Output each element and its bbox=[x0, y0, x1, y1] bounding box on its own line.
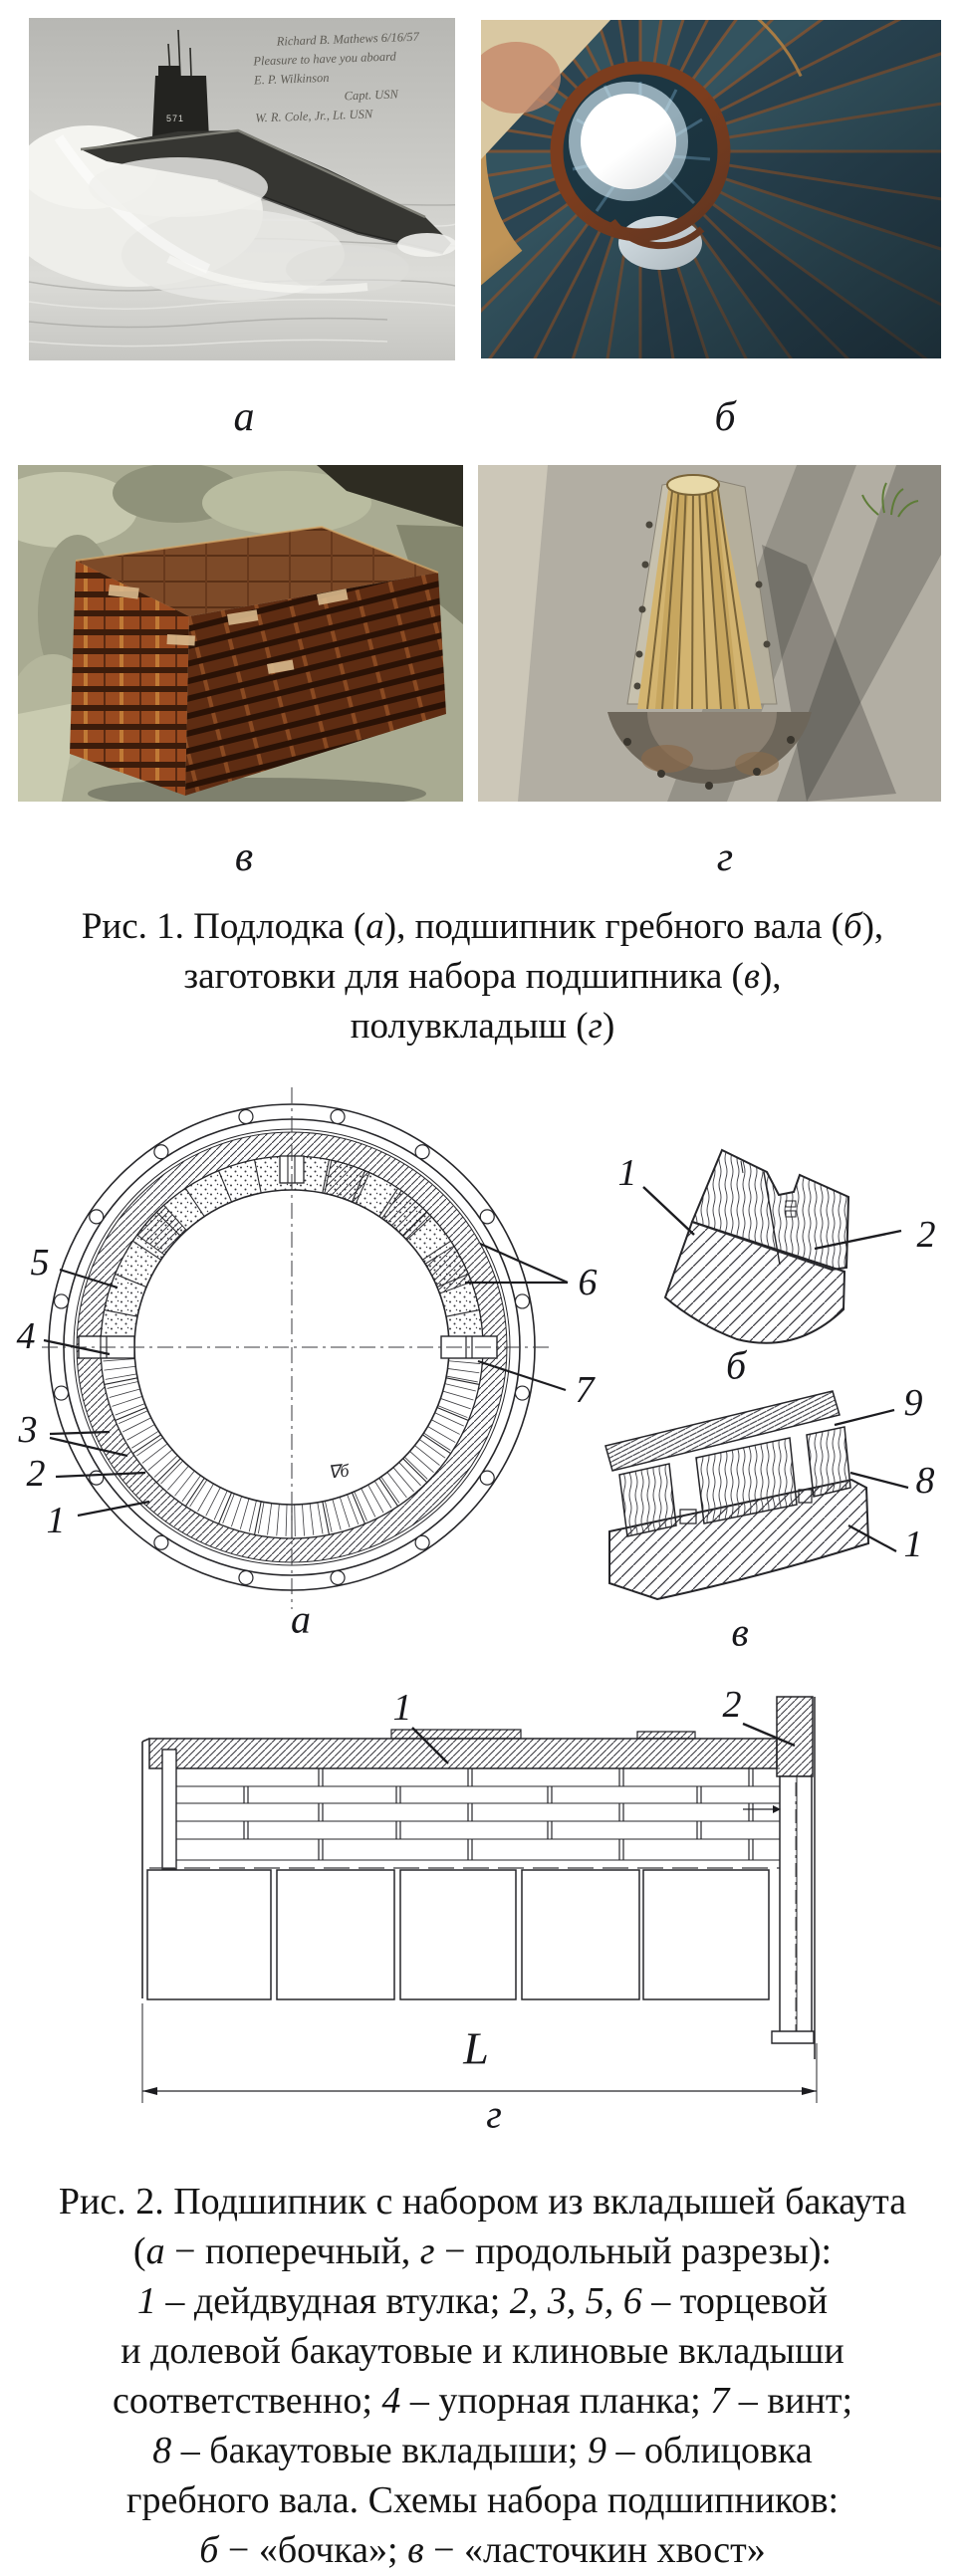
photo-label-v: в bbox=[234, 834, 254, 880]
section-label-v: в bbox=[731, 1609, 749, 1655]
section-label-a: а bbox=[291, 1596, 311, 1642]
part-label-2: 2 bbox=[26, 1453, 46, 1495]
figure2-caption-line: (а − поперечный, г − продольный разрезы)… bbox=[132, 2230, 833, 2272]
part-label-9: 9 bbox=[903, 1382, 923, 1424]
figure2-caption-line: гребного вала. Схемы набора подшипников: bbox=[125, 2479, 840, 2521]
submarine-hull-number: 571 bbox=[166, 114, 185, 123]
photo-bakaut-stack bbox=[18, 465, 463, 802]
figure1-caption-line: заготовки для набора подшипника (в), bbox=[183, 956, 782, 997]
figure2-caption-line: Рис. 2. Подшипник с набором из вкладышей… bbox=[58, 2181, 907, 2223]
photo-bearing-bore-art bbox=[481, 20, 941, 358]
part-label-1: 1 bbox=[46, 1500, 66, 1541]
figure2-drawings bbox=[42, 1087, 909, 2103]
figure2-caption-line: 8 – бакаутовые вкладыши; 9 – облицовка bbox=[152, 2430, 813, 2471]
figure2-caption-line: соответственно; 4 – упорная планка; 7 – … bbox=[112, 2380, 853, 2422]
part-label-5: 5 bbox=[30, 1242, 50, 1284]
figure1-caption-line: полувкладыш (г) bbox=[350, 1006, 615, 1047]
part-label-3: 3 bbox=[18, 1409, 38, 1451]
part-label-1: 1 bbox=[903, 1523, 923, 1565]
dimension-label-L: L bbox=[463, 2022, 489, 2074]
photo-half-shell-art bbox=[478, 465, 941, 802]
photo-submarine-art bbox=[29, 18, 455, 360]
part-label-1: 1 bbox=[617, 1152, 637, 1194]
photo-half-shell bbox=[478, 465, 941, 802]
figure2-caption-line: б − «бочка»; в − «ласточкин хвост» bbox=[199, 2529, 766, 2571]
photo-label-g: г bbox=[716, 834, 734, 880]
part-label-4: 4 bbox=[16, 1315, 36, 1357]
photo-label-a: а bbox=[233, 394, 255, 440]
figure1-caption: Рис. 1. Подлодка (а), подшипник гребного… bbox=[0, 902, 965, 1052]
part-label-1: 1 bbox=[392, 1687, 412, 1729]
part-label-6: 6 bbox=[578, 1262, 598, 1303]
part-label-2: 2 bbox=[722, 1684, 742, 1726]
photo-label-b: б bbox=[714, 394, 736, 440]
part-label-2: 2 bbox=[916, 1214, 936, 1256]
figure2-caption-line: 1 – дейдвудная втулка; 2, 3, 5, 6 – торц… bbox=[136, 2280, 829, 2322]
photo-bearing-bore bbox=[481, 20, 941, 358]
part-label-7: 7 bbox=[575, 1369, 595, 1411]
figure2-caption: Рис. 2. Подшипник с набором из вкладышей… bbox=[0, 2177, 965, 2575]
section-label-b: б bbox=[725, 1342, 747, 1388]
figure1-caption-line: Рис. 1. Подлодка (а), подшипник гребного… bbox=[81, 906, 884, 947]
figure2-caption-line: и долевой бакаутовые и клиновые вкладыши bbox=[121, 2330, 844, 2372]
part-label-8: 8 bbox=[915, 1460, 935, 1502]
photo-bakaut-stack-art bbox=[18, 465, 463, 802]
surface-finish-mark: ∇б bbox=[327, 1460, 351, 1483]
section-label-g: г bbox=[486, 2091, 502, 2137]
